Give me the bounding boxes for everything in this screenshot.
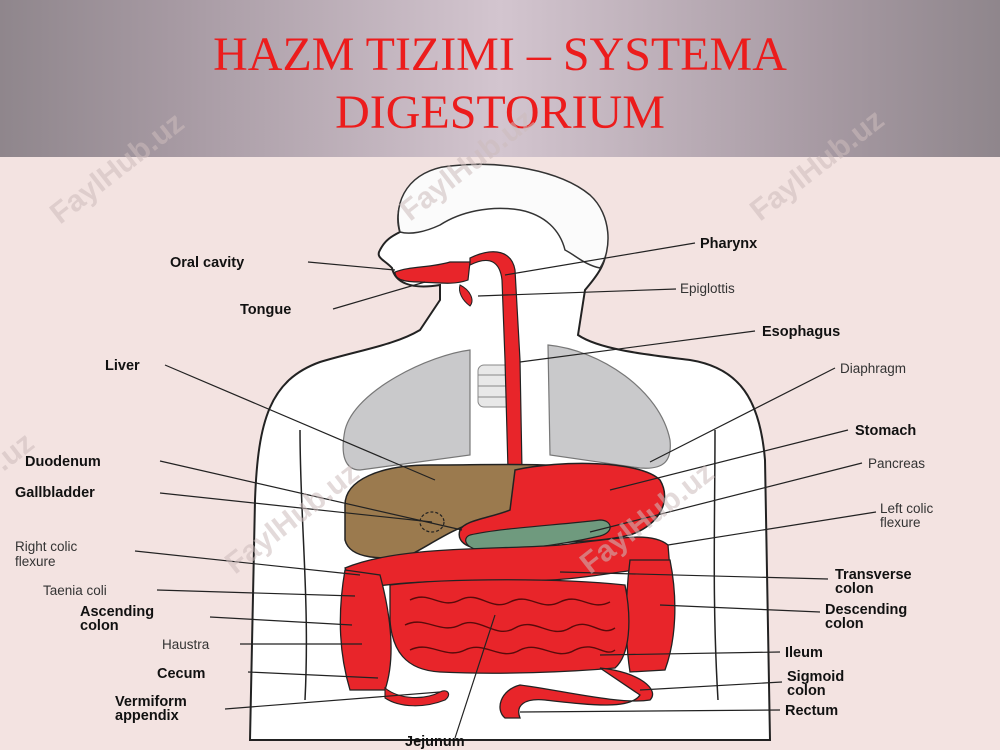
label-gallbladder: Gallbladder <box>15 485 95 501</box>
label-stomach: Stomach <box>855 423 916 439</box>
label-rectum: Rectum <box>785 703 838 719</box>
watermark-3: FaylHub.uz <box>744 103 890 228</box>
label-transverse-1: Transverse <box>835 567 912 583</box>
label-transverse-2: colon <box>835 581 874 597</box>
label-duodenum: Duodenum <box>25 454 101 470</box>
ascending-colon <box>339 569 392 691</box>
intestine-folds <box>404 596 616 655</box>
label-right-colic-2: flexure <box>15 554 56 569</box>
left-arm-line <box>299 429 308 701</box>
slide-title: HAZM TIZIMI – SYSTEMA DIGESTORIUM <box>0 26 1000 142</box>
label-liver: Liver <box>105 358 140 374</box>
label-haustra: Haustra <box>162 637 210 652</box>
label-sigmoid-2: colon <box>787 683 826 699</box>
descending-colon <box>625 559 676 673</box>
esophagus <box>469 251 523 471</box>
label-vermiform-2: appendix <box>115 708 179 724</box>
gallbladder-shape <box>419 511 445 533</box>
label-diaphragm: Diaphragm <box>840 361 906 376</box>
label-cecum: Cecum <box>157 666 205 682</box>
label-pancreas: Pancreas <box>868 456 925 471</box>
label-esophagus: Esophagus <box>762 324 840 340</box>
leader-lines <box>134 242 877 739</box>
left-lung <box>342 349 471 471</box>
label-tongue: Tongue <box>240 302 291 318</box>
oral-cavity-shape <box>394 261 471 284</box>
right-lung <box>547 344 671 469</box>
appendix <box>384 686 450 707</box>
label-ascending-2: colon <box>80 618 119 634</box>
epiglottis-shape <box>459 284 473 307</box>
label-sigmoid-1: Sigmoid <box>787 669 844 685</box>
label-ascending-1: Ascending <box>80 604 154 620</box>
label-left-colic-2: flexure <box>880 515 921 530</box>
label-ileum: Ileum <box>785 645 823 661</box>
label-epiglottis: Epiglottis <box>680 281 735 296</box>
label-vermiform-1: Vermiform <box>115 694 187 710</box>
label-pharynx: Pharynx <box>700 236 757 252</box>
watermark-1: FaylHub.uz <box>44 106 190 231</box>
label-right-colic-1: Right colic <box>15 539 78 554</box>
sigmoid-colon <box>499 667 654 719</box>
title-line-1: HAZM TIZIMI – SYSTEMA <box>213 28 787 81</box>
hair <box>397 163 609 269</box>
label-left-colic-1: Left colic <box>880 501 934 516</box>
label-jejunum: Jejunum <box>405 734 465 750</box>
label-descending-1: Descending <box>825 602 907 618</box>
title-line-2: DIGESTORIUM <box>335 86 665 139</box>
label-oral-cavity: Oral cavity <box>170 255 244 271</box>
slide-header: HAZM TIZIMI – SYSTEMA DIGESTORIUM <box>0 0 1000 157</box>
label-descending-2: colon <box>825 616 864 632</box>
label-taenia-coli: Taenia coli <box>43 583 107 598</box>
